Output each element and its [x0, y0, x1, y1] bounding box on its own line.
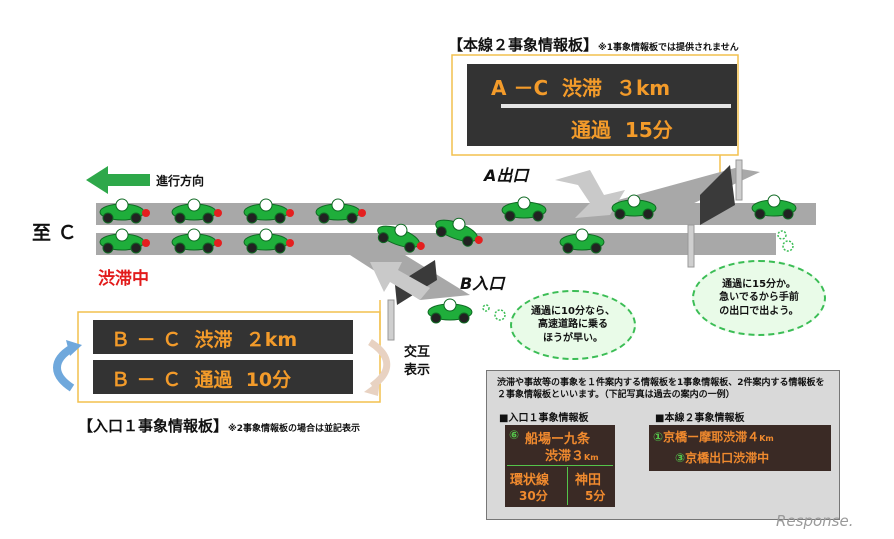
mainline-board-title: 【本線２事象情報板】※1事象情報板では提供されません	[448, 36, 739, 54]
mainline-board-divider	[501, 104, 731, 108]
exit-a-label: A出口	[484, 166, 529, 185]
entry-b-label: B入口	[460, 274, 505, 293]
photo1-route-time: 30分	[519, 489, 548, 503]
info-box: 渋滞や事故等の事象を１件案内する情報板を1事象情報板、2件案内する情報板を２事象…	[486, 370, 840, 520]
photo1-vdivider	[567, 467, 568, 505]
alternate-display-label: 交互 表示	[404, 345, 431, 379]
info-box-description: 渋滞や事故等の事象を１件案内する情報板を1事象情報板、2件案内する情報板を２事象…	[497, 378, 825, 401]
bubble-right: 通過に15分か。 急いでるから手前 の出口で出よう。	[692, 260, 826, 336]
mainline-board-display: A －C 渋滞 ３km 通過 15分	[467, 64, 737, 146]
cars	[99, 194, 797, 324]
entrance-board-line1: Ｂ － Ｃ 渋滞 ２km	[93, 320, 353, 354]
mainline-board-line1: A －C 渋滞 ３km	[491, 76, 671, 100]
mainline-photo: ①京橋ー摩耶渋滞４Km ③京橋出口渋滞中	[649, 425, 831, 471]
entrance-photo-heading: ■入口１事象情報板	[499, 413, 589, 424]
photo2-line1: ①京橋ー摩耶渋滞４Km	[653, 430, 774, 444]
photo1-divider	[507, 465, 613, 466]
photo1-route-name: 環状線	[510, 473, 550, 488]
route-badge1-icon: ①	[653, 430, 664, 444]
destination-label: 至 Ｃ	[32, 222, 77, 244]
photo1-top-text: 船場ー九条	[525, 432, 591, 447]
watermark: Response.	[776, 512, 854, 530]
entrance-board-line2: Ｂ － Ｃ 通過 10分	[93, 360, 353, 394]
entrance-photo: ⑥ 船場ー九条 渋滞３Km 環状線 30分 神田 5分	[505, 425, 615, 507]
entrance-board-note: ※2事象情報板の場合は並記表示	[228, 424, 361, 434]
photo1-mid: 渋滞３Km	[545, 449, 599, 464]
route-badge2-icon: ③	[675, 451, 686, 465]
entrance-board-title: 【入口１事象情報板】※2事象情報板の場合は並記表示	[78, 417, 361, 435]
congestion-label: 渋滞中	[98, 269, 149, 289]
bubble-left: 通過に10分なら、 高速道路に乗る ほうが早い。	[510, 290, 636, 360]
photo2-line2: ③京橋出口渋滞中	[675, 451, 770, 465]
mainline-board-note: ※1事象情報板では提供されません	[598, 43, 739, 53]
photo1-dest-time: 5分	[585, 489, 606, 503]
route-badge-icon: ⑥	[509, 428, 520, 442]
mainline-board-line2: 通過 15分	[571, 118, 673, 142]
direction-label: 進行方向	[156, 174, 205, 188]
photo1-dest-name: 神田	[575, 473, 602, 488]
mainline-photo-heading: ■本線２事象情報板	[655, 413, 745, 424]
